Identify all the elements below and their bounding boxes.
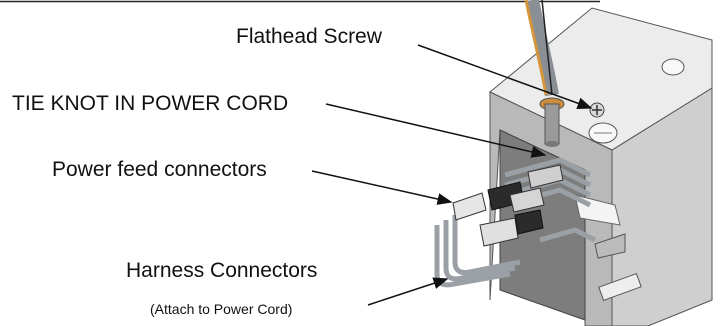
leader-harness (367, 277, 449, 306)
power-feed-connectors (452, 164, 564, 247)
label-power-feed-connectors: Power feed connectors (52, 158, 267, 181)
power-cord (524, 0, 565, 147)
housing (489, 7, 713, 326)
label-harness-note: (Attach to Power Cord) (150, 301, 293, 317)
leader-flathead-screw (417, 44, 593, 110)
label-harness-connectors: Harness Connectors (126, 259, 318, 282)
leader-power-feed (311, 170, 453, 205)
leader-tie-knot (325, 103, 547, 158)
label-tie-knot: TIE KNOT IN POWER CORD (12, 92, 289, 115)
label-flathead-screw: Flathead Screw (236, 25, 382, 48)
